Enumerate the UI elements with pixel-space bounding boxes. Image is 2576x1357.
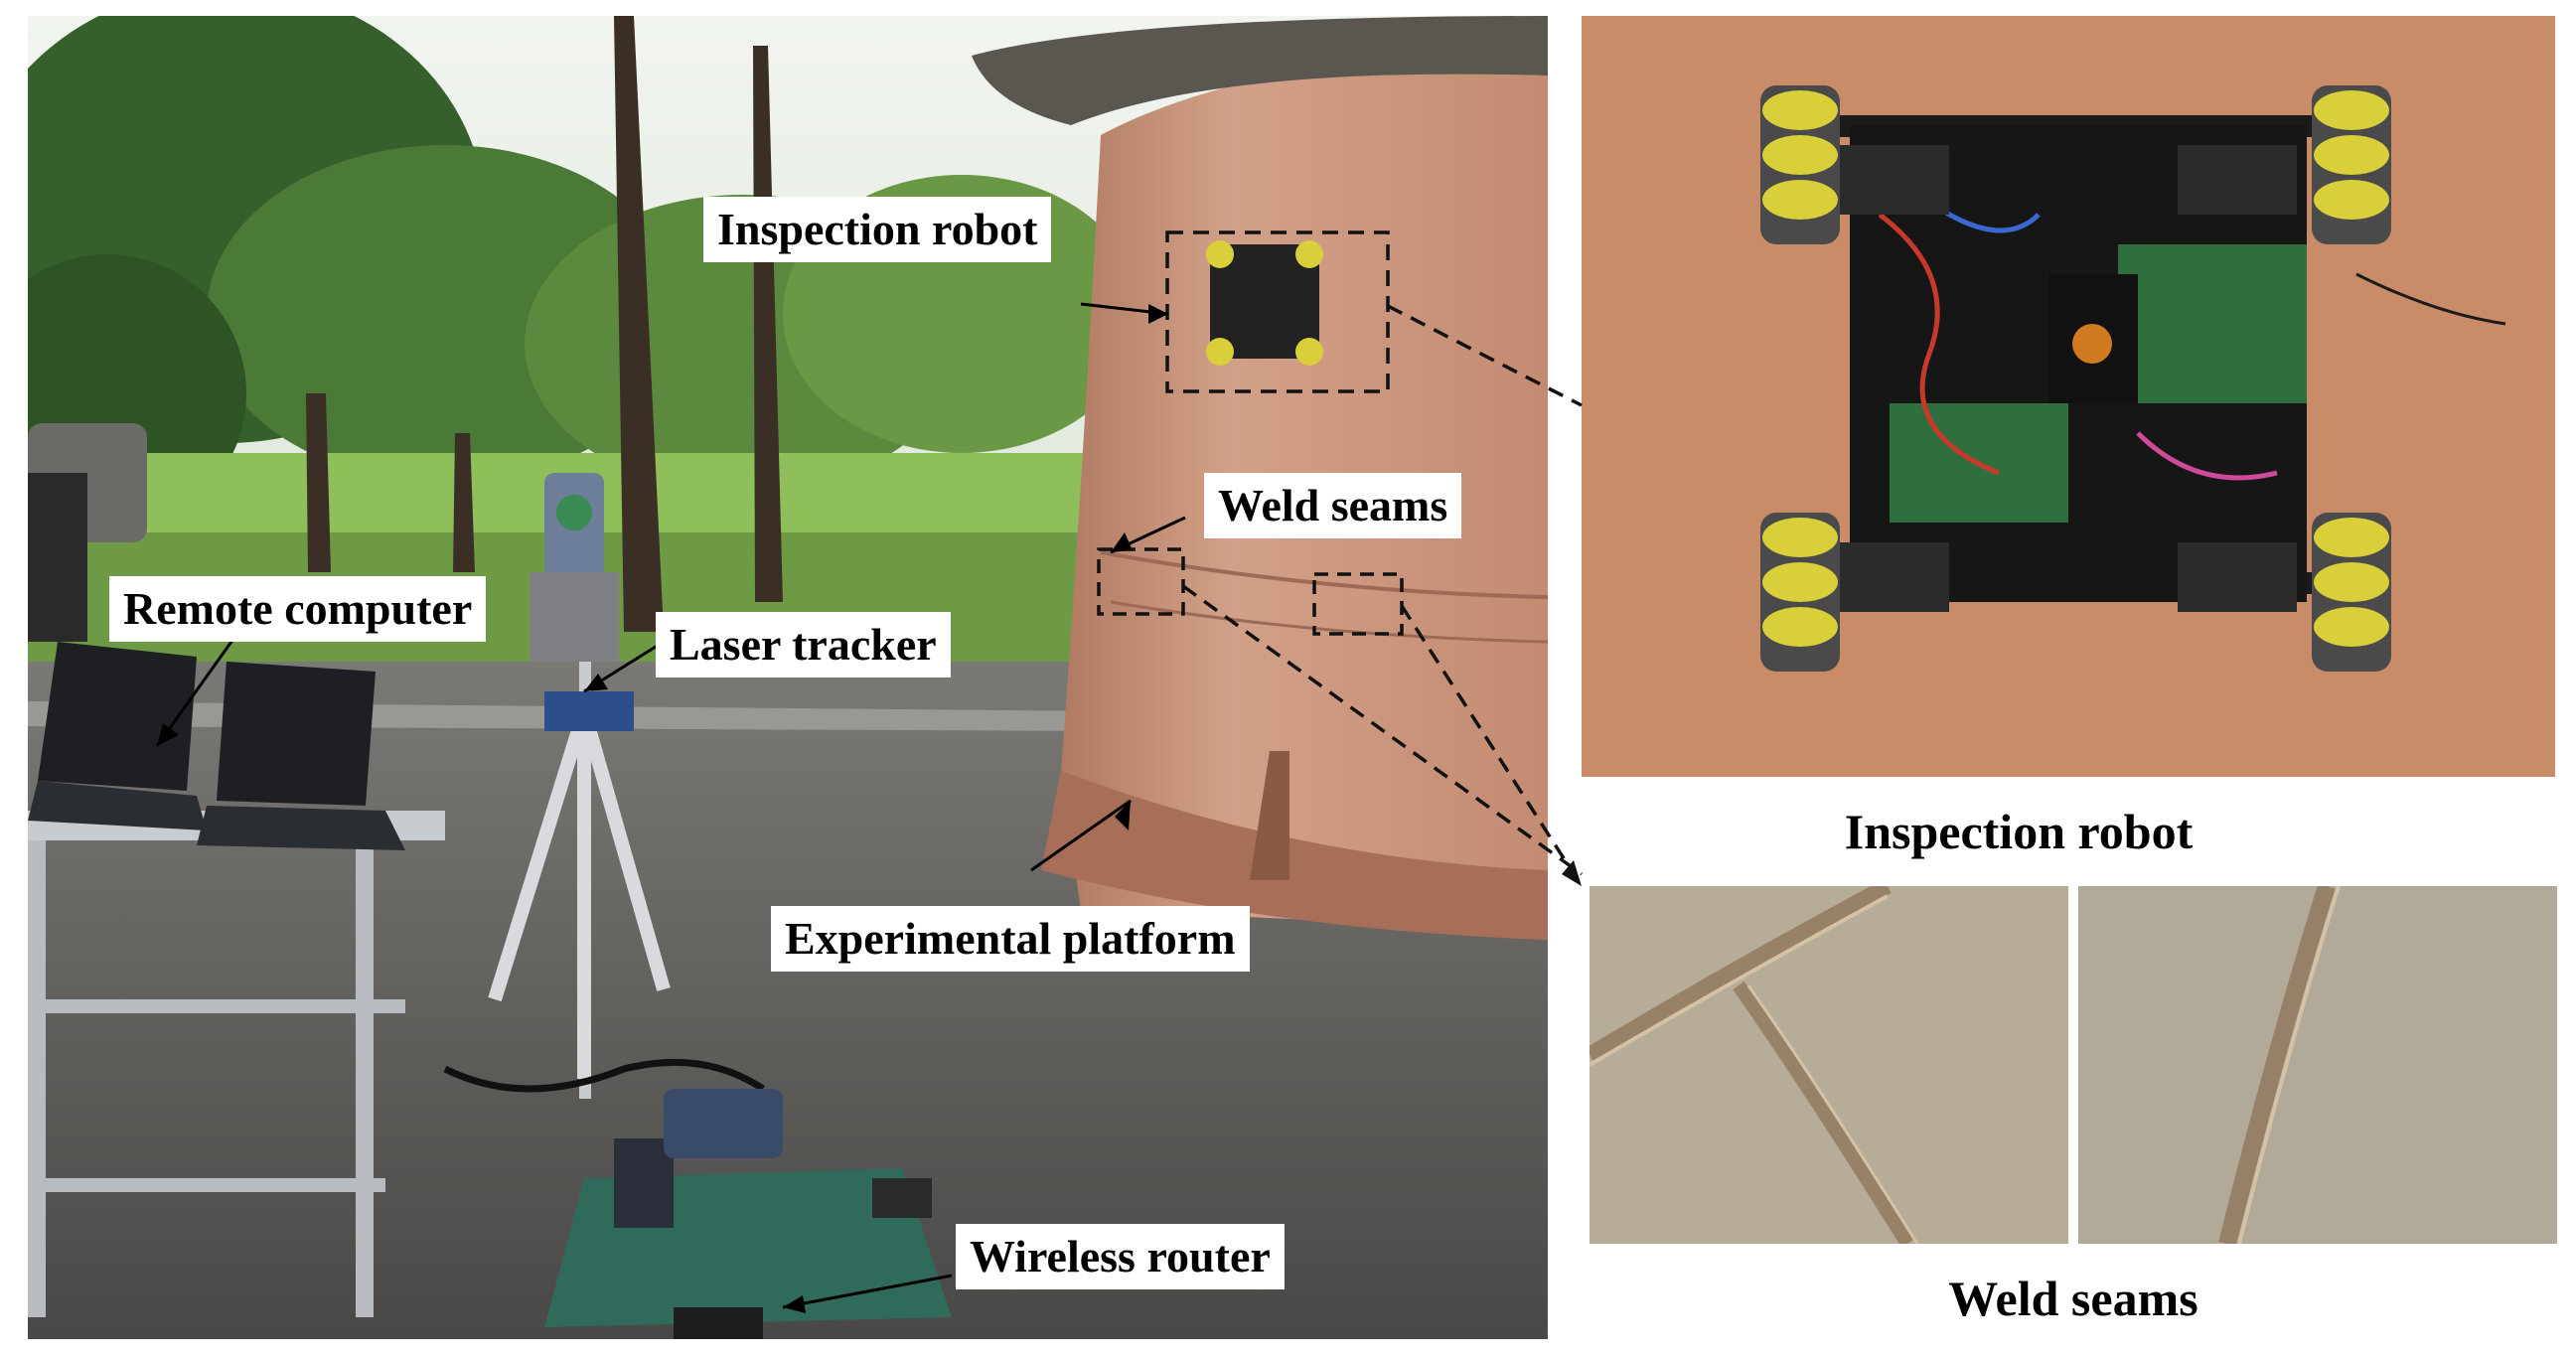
label-wireless-router: Wireless router	[956, 1224, 1285, 1289]
scene-illustration	[28, 16, 1548, 1339]
experiment-scene-photo	[28, 16, 1548, 1339]
weld-seam-photo-right	[2078, 886, 2557, 1244]
label-experimental-platform: Experimental platform	[771, 906, 1250, 972]
wheel-front-right	[2312, 85, 2391, 244]
wheel-rear-left	[1760, 513, 1840, 672]
label-weld-seams: Weld seams	[1204, 473, 1462, 538]
robot-illustration	[1582, 16, 2555, 777]
weld-seam-illustration-left	[1590, 886, 2068, 1244]
label-remote-computer: Remote computer	[109, 576, 487, 642]
label-inspection-robot: Inspection robot	[703, 197, 1052, 262]
wheel-rear-right	[2312, 513, 2391, 672]
caption-weld-seams: Weld seams	[1948, 1271, 2198, 1326]
caption-inspection-robot: Inspection robot	[1844, 804, 2194, 859]
wheel-front-left	[1760, 85, 1840, 244]
label-laser-tracker: Laser tracker	[656, 612, 951, 678]
weld-seam-illustration-right	[2078, 886, 2557, 1244]
robot-closeup-photo	[1582, 16, 2555, 777]
weld-seam-photo-left	[1590, 886, 2068, 1244]
